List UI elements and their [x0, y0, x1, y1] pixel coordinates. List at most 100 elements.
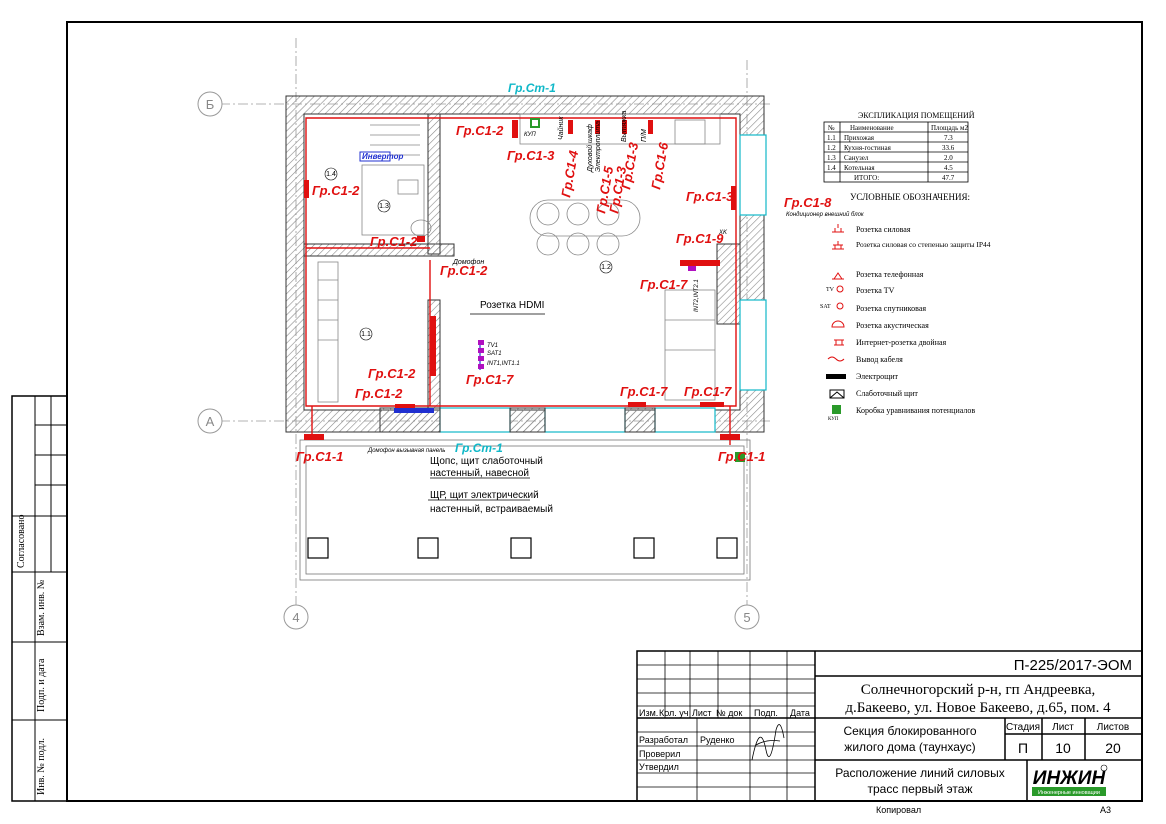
- label-c1-3-top: Гр.С1-3: [507, 148, 555, 163]
- tb-proveril: Проверил: [639, 749, 680, 759]
- note-inverter: Инвертор: [362, 152, 403, 161]
- label-c1-2-top: Гр.С1-2: [456, 123, 504, 138]
- expl-r2-c1: Санузел: [844, 154, 869, 162]
- axis-a: А: [206, 414, 215, 429]
- tb-col-list: Лист: [692, 708, 712, 718]
- legend-sat-sym: SAT: [820, 304, 831, 310]
- note-tv1: TV1: [487, 343, 498, 349]
- legend-symbols: [827, 224, 845, 362]
- tb-sheet2: трасс первый этаж: [868, 782, 973, 796]
- tb-list: 10: [1055, 740, 1071, 756]
- note-domofon1: Домофон: [452, 259, 484, 266]
- tb-razrab-name: Руденко: [700, 735, 734, 745]
- tb-stadiya-h: Стадия: [1006, 722, 1040, 733]
- note-conditioner: Кондиционер внешний блок: [786, 211, 865, 218]
- label-st1-bottom: Гр.Ст-1: [455, 441, 503, 455]
- tb-section1: Секция блокированного: [843, 724, 976, 738]
- label-c1-1-left: Гр.С1-1: [296, 449, 343, 464]
- legend-item-10: Коробка уравнивания потенциалов: [856, 406, 975, 415]
- tb-section2: жилого дома (таунхаус): [844, 740, 975, 754]
- stamp-inv: Инв. № подл.: [36, 738, 47, 795]
- tb-stadiya: П: [1018, 740, 1028, 756]
- expl-r3-c2: 4.5: [944, 164, 953, 172]
- tb-razrab: Разработал: [639, 735, 688, 745]
- tb-col-data: Дата: [790, 708, 810, 718]
- stamp-vzam: Взам. инв. №: [36, 580, 47, 636]
- legend-item-0: Розетка силовая: [856, 225, 911, 234]
- expl-r1-c1: Кухня-гостиная: [844, 144, 892, 152]
- expl-r3-c1: Котельная: [844, 164, 875, 172]
- note-shr2: настенный, встраиваемый: [430, 504, 553, 515]
- tb-logo-sub: Инженерные инновации: [1038, 790, 1100, 796]
- note-shkaf: Духовой шкаф: [586, 124, 594, 173]
- tb-utverdil: Утвердил: [639, 762, 679, 772]
- note-int1: INT1,INT1.1: [487, 361, 520, 367]
- kupp-box: [530, 118, 745, 462]
- stamp-podp: Подп. и дата: [36, 658, 47, 712]
- axis-5: 5: [743, 610, 750, 625]
- label-c1-2-wall: Гр.С1-2: [368, 366, 416, 381]
- terrace: [299, 439, 751, 581]
- label-c1-2-left: Гр.С1-2: [312, 183, 360, 198]
- legend-item-8: Электрощит: [856, 372, 899, 381]
- label-c1-9: Гр.С1-9: [676, 231, 724, 246]
- expl-r0-c0: 1.1: [827, 134, 836, 142]
- note-plita: Электроплита: [595, 121, 602, 172]
- note-shchops: Щопс, щит слаботочный: [430, 455, 543, 467]
- expl-r1-c2: 33.6: [942, 144, 955, 152]
- label-c1-3c: Гр.С1-3: [618, 140, 641, 190]
- tb-col-doc: № док: [716, 708, 742, 718]
- legend-item-6: Интернет-розетка двойная: [856, 338, 947, 347]
- expl-r0-c2: 7.3: [944, 134, 953, 142]
- legend: УСЛОВНЫЕ ОБОЗНАЧЕНИЯ: TV SAT КУП Розетка…: [820, 192, 991, 422]
- expl-r2-c0: 1.3: [827, 154, 836, 162]
- expl-r3-c0: 1.4: [827, 164, 836, 172]
- label-c1-6: Гр.С1-6: [648, 140, 671, 190]
- legend-item-1: Розетка силовая со степенью защиты IP44: [856, 240, 991, 249]
- label-c1-2-mid: Гр.С1-2: [440, 263, 488, 278]
- label-c1-7-right: Гр.С1-7: [640, 277, 688, 292]
- axis-b: Б: [206, 97, 215, 112]
- expl-r1-c0: 1.2: [827, 144, 836, 152]
- title-block: Изм. Кол. уч Лист № док Подп. Дата Разра…: [636, 650, 1143, 815]
- legend-kupp-sym: КУП: [828, 417, 839, 422]
- tb-list-h: Лист: [1052, 722, 1074, 733]
- tb-logo-text: ИНЖИН: [1033, 768, 1107, 789]
- explication-title: ЭКСПЛИКАЦИЯ ПОМЕЩЕНИЙ: [858, 111, 975, 120]
- legend-item-5: Розетка акустическая: [856, 321, 929, 330]
- expl-h1: Наименование: [850, 124, 894, 132]
- lowcurrent-sockets: [478, 266, 696, 369]
- note-xk: XK: [718, 230, 728, 236]
- tb-listov-h: Листов: [1097, 722, 1130, 733]
- tb-col-kol: Кол. уч: [659, 708, 689, 718]
- label-c1-7-b1: Гр.С1-7: [620, 384, 668, 399]
- tb-address1: Солнечногорский р-н, гп Андреевка,: [861, 682, 1096, 698]
- label-c1-2-bottom: Гр.С1-2: [355, 386, 403, 401]
- label-c1-7-hdmi: Гр.С1-7: [466, 372, 514, 387]
- expl-r2-c2: 2.0: [944, 154, 953, 162]
- tb-sheet1: Расположение линий силовых: [835, 766, 1005, 780]
- tb-kopiroval: Копировал: [876, 805, 921, 815]
- room-1-4: 1.4: [326, 171, 336, 178]
- side-stamp: Согласовано Взам. инв. № Подп. и дата Ин…: [11, 395, 68, 802]
- legend-item-9: Слаботочный щит: [856, 389, 918, 398]
- expl-h2: Площадь м2: [931, 124, 968, 132]
- label-c1-7-b2: Гр.С1-7: [684, 384, 732, 399]
- note-pm: П/М: [641, 129, 648, 142]
- shield-shr: [359, 151, 434, 413]
- axis-4: 4: [292, 610, 299, 625]
- stamp-soglasovano: Согласовано: [16, 514, 27, 568]
- explication-table: ЭКСПЛИКАЦИЯ ПОМЕЩЕНИЙ № Наименование Пло…: [823, 111, 975, 183]
- axis-markers: Б А 4 5: [197, 91, 760, 630]
- note-shchops2: настенный, навесной: [430, 468, 529, 479]
- note-chainik: Чайник: [557, 116, 565, 140]
- expl-r0-c1: Прихожая: [844, 134, 875, 142]
- tb-address2: д.Бакеево, ул. Новое Бакеево, д.65, пом.…: [845, 700, 1111, 716]
- tb-code: П-225/2017-ЭОМ: [1014, 657, 1132, 674]
- note-shr: ЩР, щит электрический: [430, 490, 539, 501]
- tb-logo: ИНЖИН Инженерные инновации: [1032, 764, 1108, 796]
- room-1-1: 1.1: [361, 331, 371, 338]
- note-domofon-panel: Домофон вызывная панель: [367, 448, 445, 454]
- label-c1-3-right: Гр.С1-3: [686, 189, 734, 204]
